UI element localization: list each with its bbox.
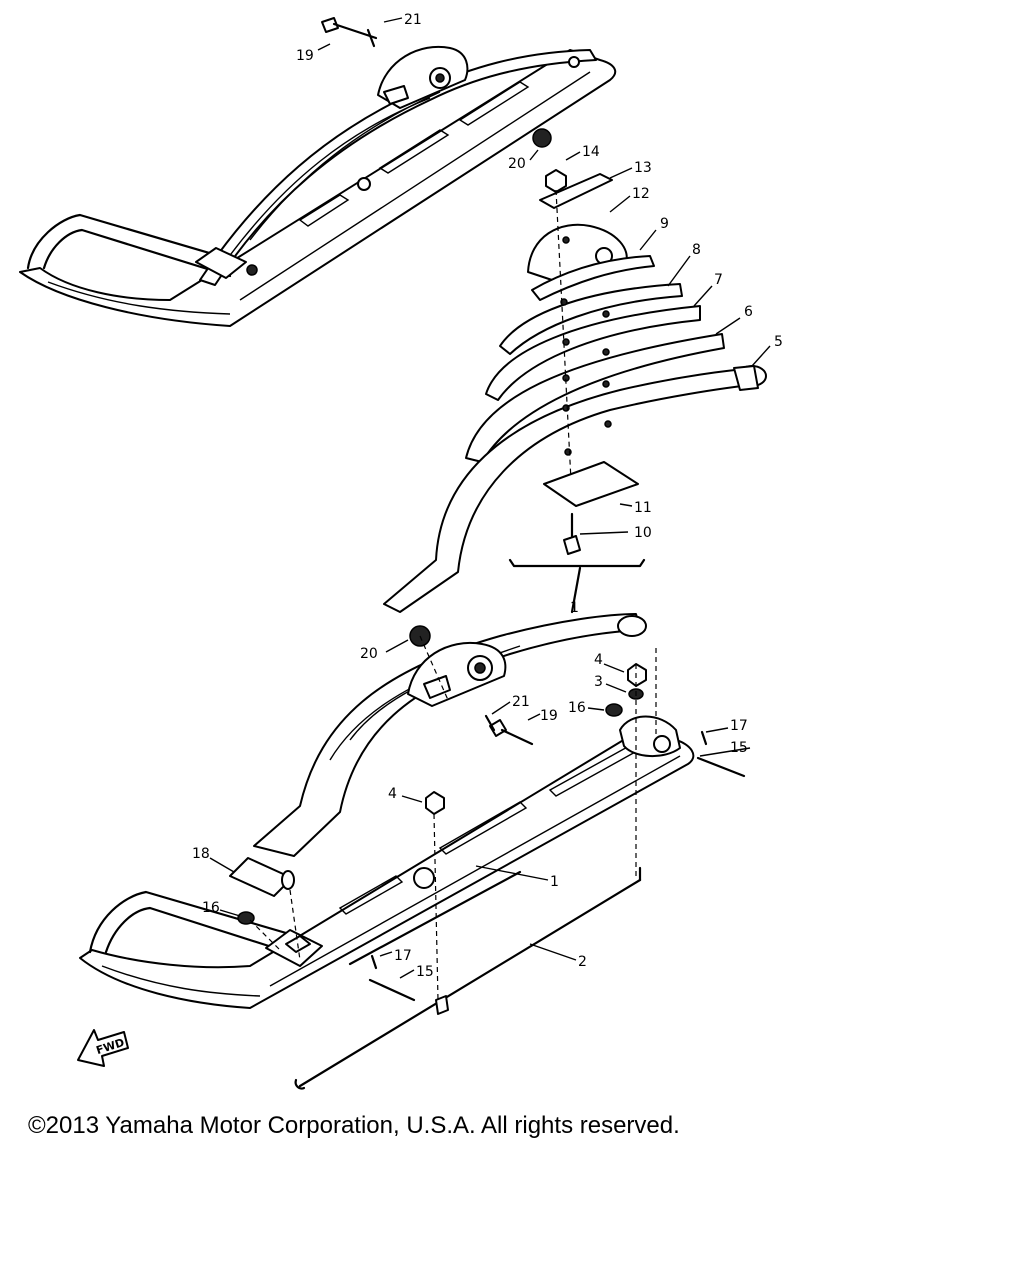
plate-11	[543, 461, 639, 507]
alignment-lines	[249, 635, 657, 1001]
leader-1-top	[570, 566, 582, 614]
callout-4-lower: 4	[388, 786, 397, 802]
plate-13	[539, 173, 613, 209]
leaf-8	[499, 283, 683, 355]
bolt-15-lower	[368, 978, 416, 1002]
bolt-19	[489, 719, 534, 746]
callout-1-top: 1	[570, 600, 579, 616]
leaf-9	[531, 255, 655, 301]
callout-17-lower: 17	[394, 948, 412, 964]
callout-12: 12	[632, 186, 650, 202]
main-leaf-5	[383, 365, 767, 613]
callout-20-top: 20	[508, 156, 526, 172]
fwd-arrow-icon: FWD	[77, 1029, 129, 1067]
bracket-1	[508, 558, 646, 568]
leaf-7	[485, 305, 701, 401]
bolt-15-upper	[696, 756, 746, 778]
pin-17-lower	[370, 954, 378, 970]
callout-3: 3	[594, 674, 603, 690]
cotter-pin-21	[484, 714, 496, 732]
ski-assembly-diagram: FWD 21 19 20 14 13	[19, 12, 783, 1090]
callout-13: 13	[634, 160, 652, 176]
callout-6: 6	[744, 304, 753, 320]
callout-2: 2	[578, 954, 587, 970]
leaf-holes	[560, 298, 612, 456]
callout-11: 11	[634, 500, 652, 516]
callout-16-lower: 16	[202, 900, 220, 916]
callout-5: 5	[774, 334, 783, 350]
callout-16-upper: 16	[568, 700, 586, 716]
callout-15-upper: 15	[730, 740, 748, 756]
copyright-notice: ©2013 Yamaha Motor Corporation, U.S.A. A…	[28, 1112, 680, 1139]
callout-8: 8	[692, 242, 701, 258]
wear-bar-stud-line	[348, 870, 522, 966]
top-cotter-pin-21	[366, 28, 376, 48]
callout-4-upper: 4	[594, 652, 603, 668]
callout-10: 10	[634, 525, 652, 541]
leaf-centerline	[555, 189, 573, 501]
callout-18: 18	[192, 846, 210, 862]
callout-21-top: 21	[404, 12, 422, 28]
top-nut-20	[532, 128, 552, 148]
callout-14: 14	[582, 144, 600, 160]
callout-7: 7	[714, 272, 723, 288]
callout-1-bottom: 1	[550, 874, 559, 890]
callout-9: 9	[660, 216, 669, 232]
nut-14	[545, 169, 567, 193]
bolt-10	[563, 512, 581, 555]
wear-bar-2	[294, 866, 642, 1090]
callout-leaders	[209, 17, 771, 979]
pin-17-upper	[700, 730, 708, 746]
nut-4-lower	[425, 791, 445, 815]
callout-17-upper: 17	[730, 718, 748, 734]
leaf-6	[465, 333, 725, 463]
clip-18	[229, 857, 295, 897]
callout-numbers: 21 19 20 14 13 12 9 8 7 6 5 11 10 1 20 4…	[192, 12, 783, 980]
callout-21-bottom: 21	[512, 694, 530, 710]
nut-16-upper	[605, 703, 623, 717]
callout-15-lower: 15	[416, 964, 434, 980]
assembled-ski-bottom	[79, 613, 695, 1009]
top-bolt-19	[321, 17, 378, 40]
nut-4-upper	[627, 663, 647, 687]
callout-20-bottom: 20	[360, 646, 378, 662]
nut-16-lower	[237, 911, 255, 925]
callout-19-top: 19	[296, 48, 314, 64]
callout-19-bottom: 19	[540, 708, 558, 724]
assembled-ski-top	[19, 45, 617, 327]
